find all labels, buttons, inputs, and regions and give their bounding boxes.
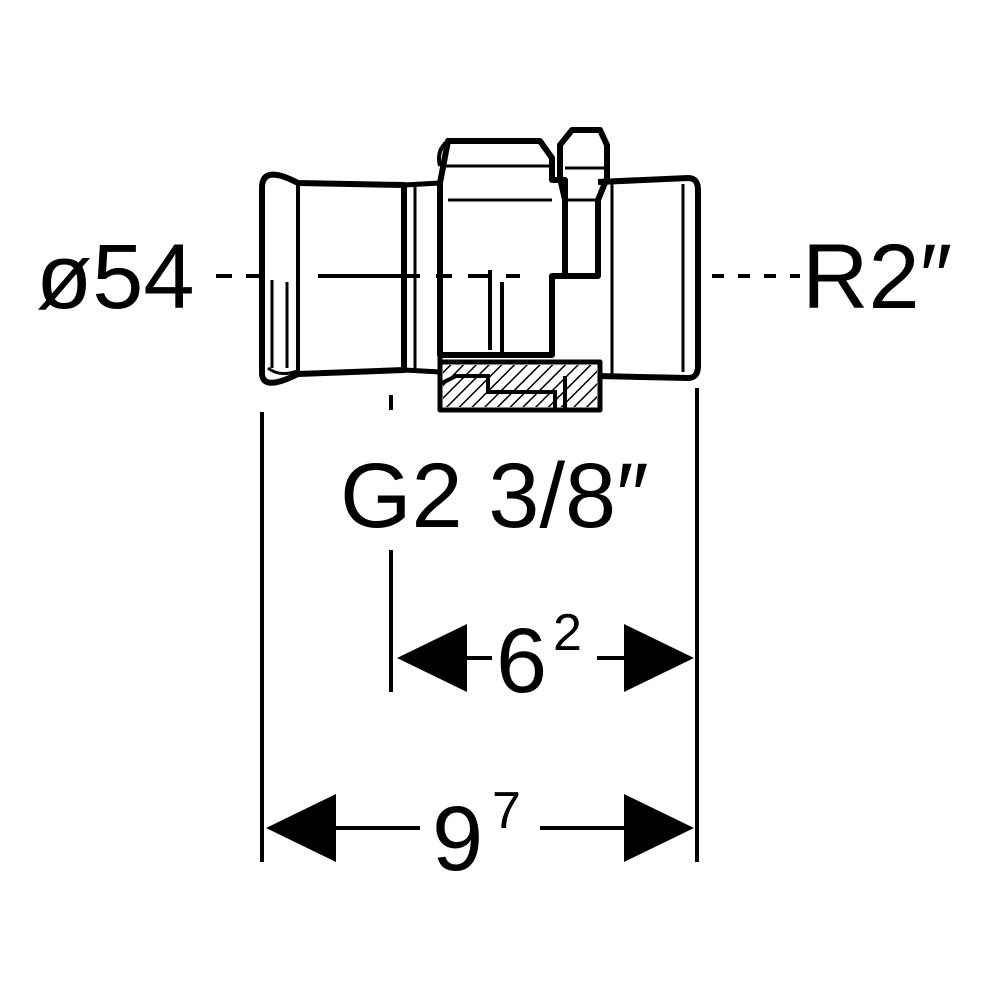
arrow-left-short [397,624,467,692]
arrow-right-short [624,624,694,692]
label-right-thread: R2″ [802,226,952,328]
label-left-diameter: ø54 [36,226,195,328]
arrow-right-overall [624,794,694,862]
collar-hex [557,127,610,279]
dimension-overall-superscript: 7 [492,782,521,840]
press-sleeve [259,171,407,386]
extension-lines [260,388,699,862]
section-hatch [443,365,597,407]
label-union-thread: G2 3/8″ [340,445,649,547]
dimension-short-superscript: 2 [553,604,582,662]
threaded-tail [597,175,701,381]
dimension-overall-value: 9 [432,788,483,890]
dimension-short: 6 2 [397,604,694,712]
arrow-left-overall [266,794,336,862]
dimension-overall: 9 7 [266,782,694,890]
nut-section [437,359,603,413]
dimension-short-value: 6 [496,610,547,712]
